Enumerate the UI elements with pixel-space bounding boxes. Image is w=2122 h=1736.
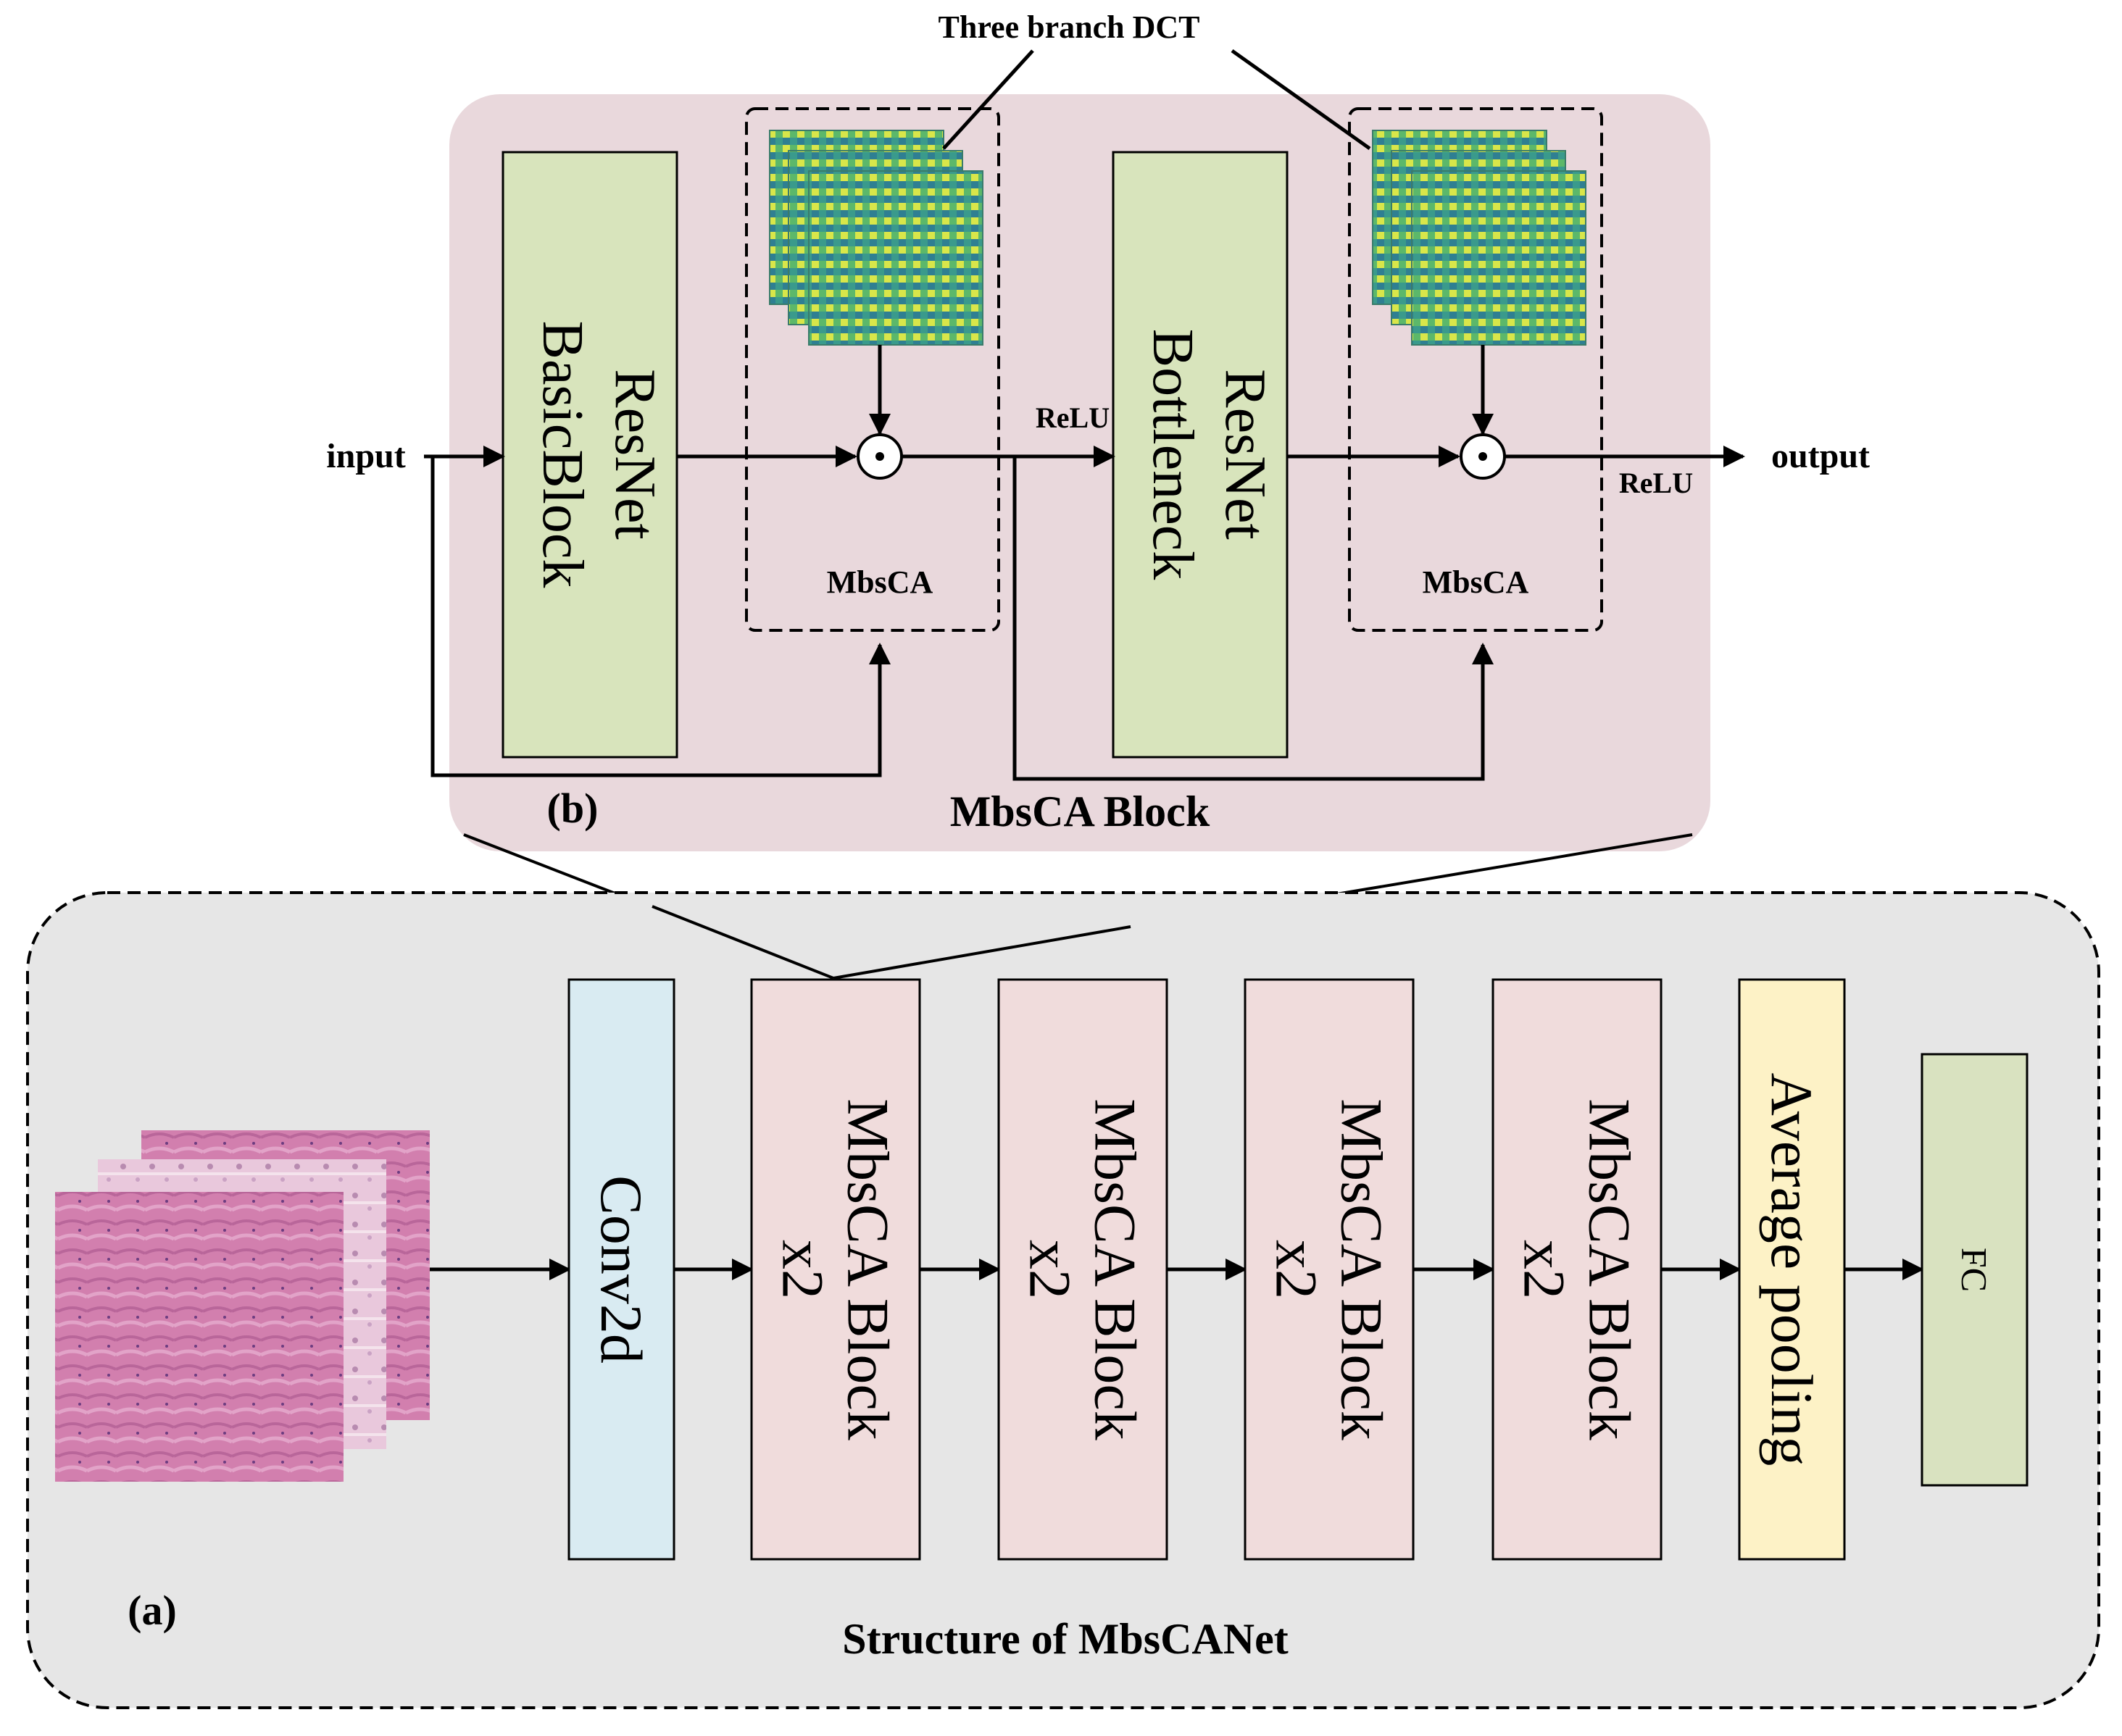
pipeline-block-3-label-2: x2 [1018, 1240, 1083, 1299]
output-label: output [1771, 437, 1870, 475]
relu-label-2: ReLU [1619, 467, 1693, 499]
panel-b-tag: (b) [547, 785, 599, 832]
multiply-dot-1 [875, 452, 884, 461]
panel-b-caption: MbsCA Block [950, 788, 1210, 835]
pipeline-block-3 [997, 978, 1168, 1561]
pipeline-block-5-label-2: x2 [1512, 1240, 1578, 1299]
pipeline-block-6 [1738, 978, 1846, 1561]
pipeline-block-2 [750, 978, 921, 1561]
mbsca-group-1 [745, 107, 1000, 632]
annotation-pointer-2 [1231, 49, 1371, 151]
dct-heatmaps-1 [769, 130, 983, 346]
pipeline-block-3-label-1: MbsCA Block [1083, 1098, 1149, 1440]
pipeline-block-2-label-2: x2 [770, 1240, 836, 1299]
mbsca-group-2 [1348, 107, 1603, 632]
input-label: input [326, 437, 405, 475]
pipeline-block-5 [1491, 978, 1663, 1561]
three-branch-dct-label: Three branch DCT [939, 9, 1200, 45]
resnet-basicblock-line2: BasicBlock [530, 321, 594, 588]
zoom-line-right-lower [833, 925, 1131, 980]
resnet-bottleneck-line2: Bottleneck [1141, 329, 1204, 580]
multiply-dot-2 [1478, 452, 1487, 461]
resnet-basicblock-line1: ResNet [603, 369, 667, 540]
pipeline-block-4-label-2: x2 [1264, 1240, 1330, 1299]
pipeline-block-5-label-1: MbsCA Block [1577, 1098, 1643, 1440]
zoom-line-left-lower [652, 905, 834, 980]
pipeline-block-7-label-1: FC [1955, 1248, 1995, 1292]
pipeline-block-7 [1921, 1053, 2029, 1487]
pipeline-block-1 [567, 978, 675, 1561]
skip-connection-1 [430, 456, 891, 777]
pipeline-block-1-label-1: Conv2d [588, 1175, 654, 1364]
histology-image-stack [55, 1130, 430, 1482]
annotation-pointer-1 [942, 49, 1034, 150]
mbsca-label-1: MbsCA [827, 564, 933, 600]
resnet-bottleneck-line1: ResNet [1213, 369, 1277, 540]
mbsca-label-2: MbsCA [1423, 564, 1529, 600]
pipeline-block-6-label-1: Average pooling [1759, 1073, 1825, 1466]
panel-b: ResNet BasicBlock ResNet Bottleneck MbsC… [326, 9, 1870, 980]
panel-a-caption: Structure of MbsCANet [842, 1615, 1288, 1663]
pipeline-block-4 [1244, 978, 1415, 1561]
resnet-basicblock-box [502, 151, 678, 759]
panel-a-tag: (a) [128, 1587, 177, 1634]
skip-connection-2 [1012, 456, 1494, 781]
relu-label-1: ReLU [1036, 401, 1110, 434]
dct-heatmaps-2 [1372, 130, 1586, 346]
pipeline-block-2-label-1: MbsCA Block [836, 1098, 902, 1440]
pipeline-block-4-label-1: MbsCA Block [1329, 1098, 1395, 1440]
